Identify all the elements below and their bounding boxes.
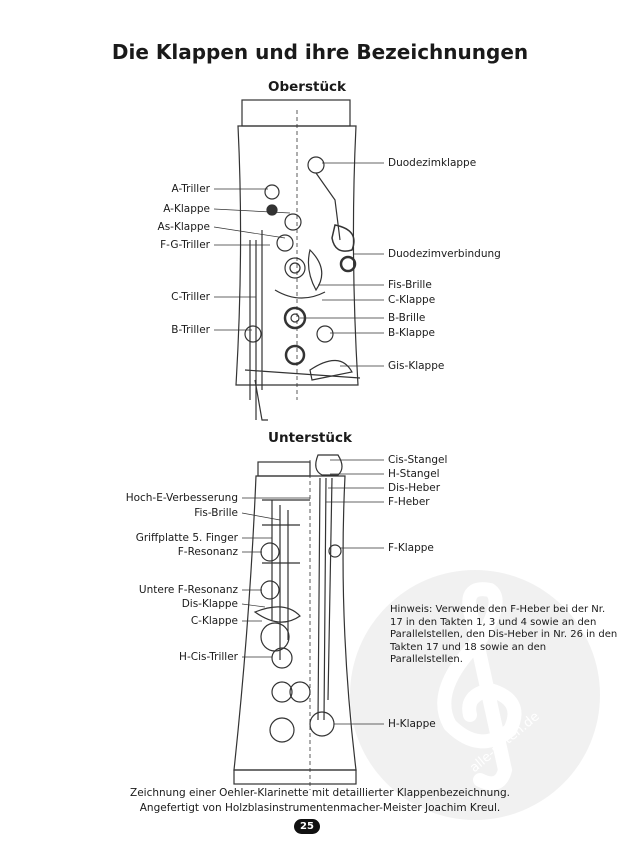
label-as-klappe: As-Klappe: [157, 221, 210, 233]
label-cis-stangel: Cis-Stangel: [388, 454, 448, 466]
label-duodezimklappe: Duodezimklappe: [388, 157, 477, 169]
caption-line: Angefertigt von Holzblasinstrumentenmach…: [139, 802, 501, 814]
label-f-heber: F-Heber: [388, 496, 430, 508]
label-h-klappe: H-Klappe: [388, 718, 436, 730]
label-hoch-e-verbesserung: Hoch-E-Verbesserung: [125, 492, 238, 504]
label-fis-brille: Fis-Brille: [388, 279, 432, 291]
label-b-brille: B-Brille: [388, 312, 426, 324]
hint-text: Hinweis: Verwende den F-Heber bei der Nr…: [390, 604, 618, 665]
label-f-klappe: F-Klappe: [388, 542, 434, 554]
label-b-klappe: B-Klappe: [388, 327, 436, 339]
label-fis-brille-lower: Fis-Brille: [194, 507, 238, 519]
label-h-stangel: H-Stangel: [388, 468, 440, 480]
label-gis-klappe: Gis-Klappe: [388, 360, 445, 372]
label-f-resonanz: F-Resonanz: [177, 546, 238, 558]
label-untere-f-resonanz: Untere F-Resonanz: [138, 584, 238, 596]
label-a-triller: A-Triller: [171, 183, 211, 195]
label-c-triller: C-Triller: [171, 291, 210, 303]
caption: Zeichnung einer Oehler-Klarinette mit de…: [0, 786, 640, 816]
page-number: 25: [294, 819, 320, 834]
label-c-klappe: C-Klappe: [388, 294, 436, 306]
label-h-cis-triller: H-Cis-Triller: [179, 651, 238, 663]
upper-heading: Oberstück: [268, 79, 347, 95]
label-c-klappe-lower: C-Klappe: [190, 615, 238, 627]
lower-heading: Unterstück: [268, 430, 352, 446]
label-a-klappe: A-Klappe: [163, 203, 210, 215]
label-duodezimverbindung: Duodezimverbindung: [388, 248, 501, 260]
caption-line: Zeichnung einer Oehler-Klarinette mit de…: [130, 787, 510, 799]
label-b-triller: B-Triller: [171, 324, 210, 336]
label-f-g-triller: F-G-Triller: [160, 239, 210, 251]
page-title: Die Klappen und ihre Bezeichnungen: [111, 40, 529, 64]
label-dis-klappe: Dis-Klappe: [181, 598, 238, 610]
label-griffplatte: Griffplatte 5. Finger: [135, 532, 238, 544]
label-dis-heber: Dis-Heber: [388, 482, 441, 494]
